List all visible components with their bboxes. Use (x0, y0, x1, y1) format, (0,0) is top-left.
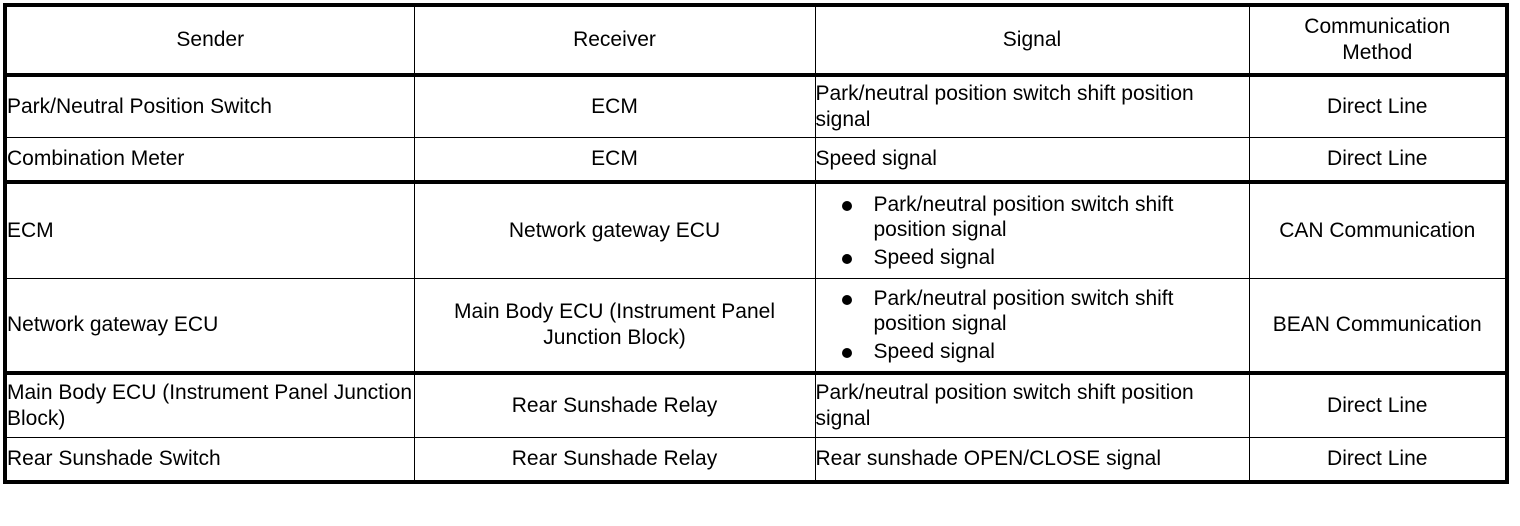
signal-bullet-list: Park/neutral position switch shift posit… (816, 192, 1249, 271)
cell-signal: Speed signal (814, 137, 1250, 184)
cell-receiver: Rear Sunshade Relay (413, 372, 816, 438)
table-row: Park/Neutral Position Switch ECM Park/ne… (3, 74, 1509, 138)
table-row: Rear Sunshade Switch Rear Sunshade Relay… (3, 437, 1509, 484)
column-header-communication-method-line2: Method (1342, 41, 1413, 64)
cell-signal: Park/neutral position switch shift posit… (814, 181, 1250, 279)
signal-bullet-list: Park/neutral position switch shift posit… (816, 286, 1249, 365)
cell-receiver: Network gateway ECU (413, 181, 816, 279)
cell-method: Direct Line (1248, 437, 1509, 484)
cell-method: Direct Line (1248, 74, 1509, 138)
table-body: Park/Neutral Position Switch ECM Park/ne… (3, 74, 1509, 484)
cell-sender: ECM (3, 181, 415, 279)
communication-signal-table: Sender Receiver Signal Communication Met… (3, 3, 1509, 484)
cell-signal: Rear sunshade OPEN/CLOSE signal (814, 437, 1250, 484)
table-header-row: Sender Receiver Signal Communication Met… (3, 3, 1509, 77)
cell-signal: Park/neutral position switch shift posit… (814, 372, 1250, 438)
column-header-communication-method-line1: Communication (1304, 15, 1451, 39)
column-header-receiver: Receiver (413, 3, 816, 77)
cell-sender: Network gateway ECU (3, 278, 415, 375)
cell-sender: Park/Neutral Position Switch (3, 74, 415, 138)
table-row: ECM Network gateway ECU Park/neutral pos… (3, 181, 1509, 279)
cell-receiver: Main Body ECU (Instrument Panel Junction… (413, 278, 816, 375)
cell-signal: Park/neutral position switch shift posit… (814, 278, 1250, 375)
cell-receiver: Rear Sunshade Relay (413, 437, 816, 484)
table-row: Main Body ECU (Instrument Panel Junction… (3, 372, 1509, 438)
table-row: Combination Meter ECM Speed signal Direc… (3, 137, 1509, 184)
cell-receiver: ECM (413, 137, 816, 184)
cell-method: BEAN Communication (1248, 278, 1509, 375)
cell-signal: Park/neutral position switch shift posit… (814, 74, 1250, 138)
column-header-signal: Signal (814, 3, 1250, 77)
column-header-sender: Sender (3, 3, 415, 77)
list-item-label: Park/neutral position switch shift posit… (873, 192, 1174, 242)
list-item: Speed signal (840, 339, 1249, 365)
cell-method: Direct Line (1248, 137, 1509, 184)
cell-method: CAN Communication (1248, 181, 1509, 279)
bullet-icon (841, 253, 852, 264)
table-header: Sender Receiver Signal Communication Met… (3, 3, 1509, 77)
cell-method: Direct Line (1248, 372, 1509, 438)
cell-sender: Rear Sunshade Switch (3, 437, 415, 484)
list-item-label: Speed signal (873, 339, 995, 363)
cell-sender: Main Body ECU (Instrument Panel Junction… (3, 372, 415, 438)
list-item-label: Park/neutral position switch shift posit… (873, 286, 1174, 336)
bullet-icon (841, 200, 852, 211)
list-item: Speed signal (840, 245, 1249, 271)
list-item-label: Speed signal (873, 245, 995, 269)
list-item: Park/neutral position switch shift posit… (840, 192, 1249, 243)
bullet-icon (841, 347, 852, 358)
cell-sender: Combination Meter (3, 137, 415, 184)
bullet-icon (841, 294, 852, 305)
table-row: Network gateway ECU Main Body ECU (Instr… (3, 278, 1509, 375)
column-header-communication-method: Communication Method (1248, 3, 1509, 77)
cell-receiver: ECM (413, 74, 816, 138)
list-item: Park/neutral position switch shift posit… (840, 286, 1249, 337)
